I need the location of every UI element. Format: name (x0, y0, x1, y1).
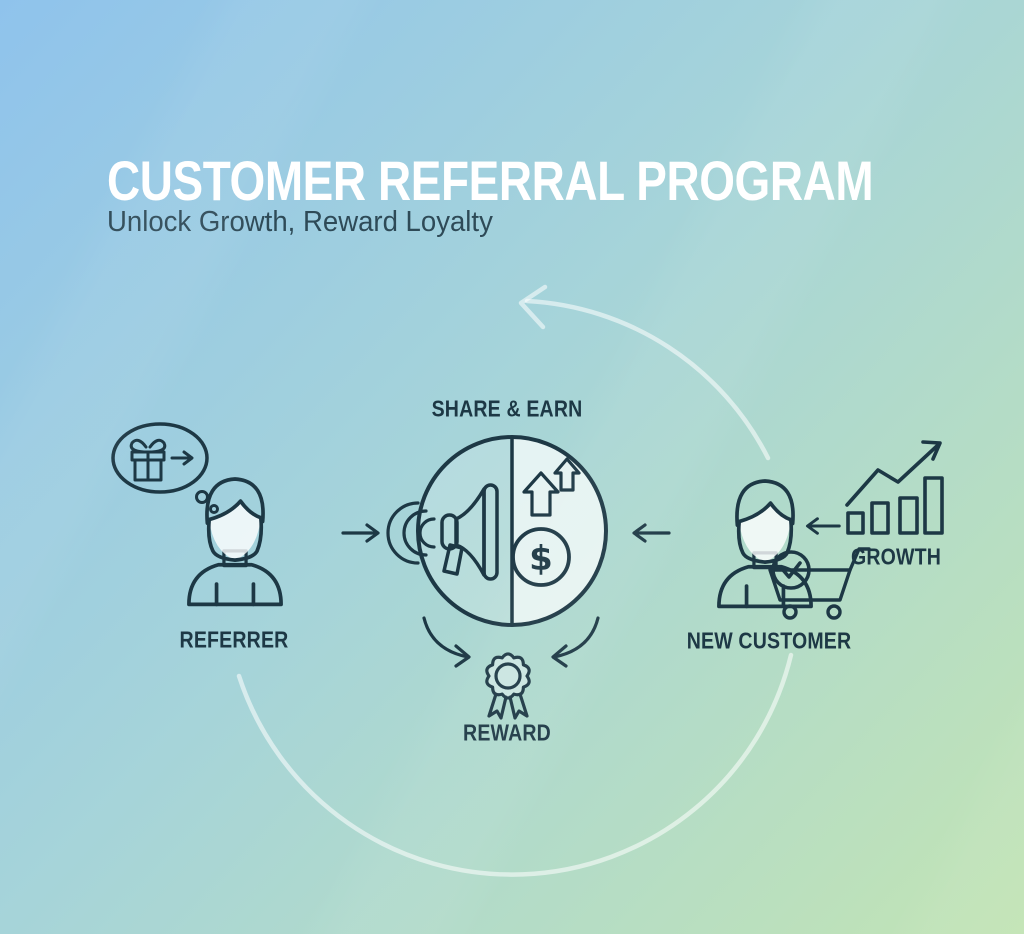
reward-label: REWARD (463, 719, 551, 746)
growth-label: GROWTH (850, 543, 942, 570)
arrow-left-icon (806, 517, 841, 535)
new-customer-label: NEW CUSTOMER (686, 627, 852, 654)
curved-arrow-right-icon (551, 616, 600, 668)
dollar-coin-icon: $ (511, 527, 571, 587)
referrer-label: REFERRER (179, 626, 289, 653)
curved-arrow-left-icon (422, 616, 471, 668)
thought-bubble-gift-icon (111, 422, 219, 514)
page-subtitle: Unlock Growth, Reward Loyalty (107, 206, 493, 238)
upgrade-arrows-icon (522, 457, 581, 517)
growth-chart-icon (845, 440, 944, 535)
page-title: CUSTOMER REFERRAL PROGRAM (107, 149, 874, 212)
reward-badge-icon (485, 652, 531, 720)
cart-check-icon (768, 547, 871, 620)
arrow-left-icon (632, 523, 671, 543)
cycle-circle: $ (386, 435, 608, 627)
share-earn-label: SHARE & EARN (431, 395, 583, 422)
arrow-right-icon (341, 523, 380, 543)
referrer-person-icon (187, 477, 283, 607)
dollar-sign: $ (529, 539, 553, 579)
megaphone-icon (386, 483, 499, 581)
